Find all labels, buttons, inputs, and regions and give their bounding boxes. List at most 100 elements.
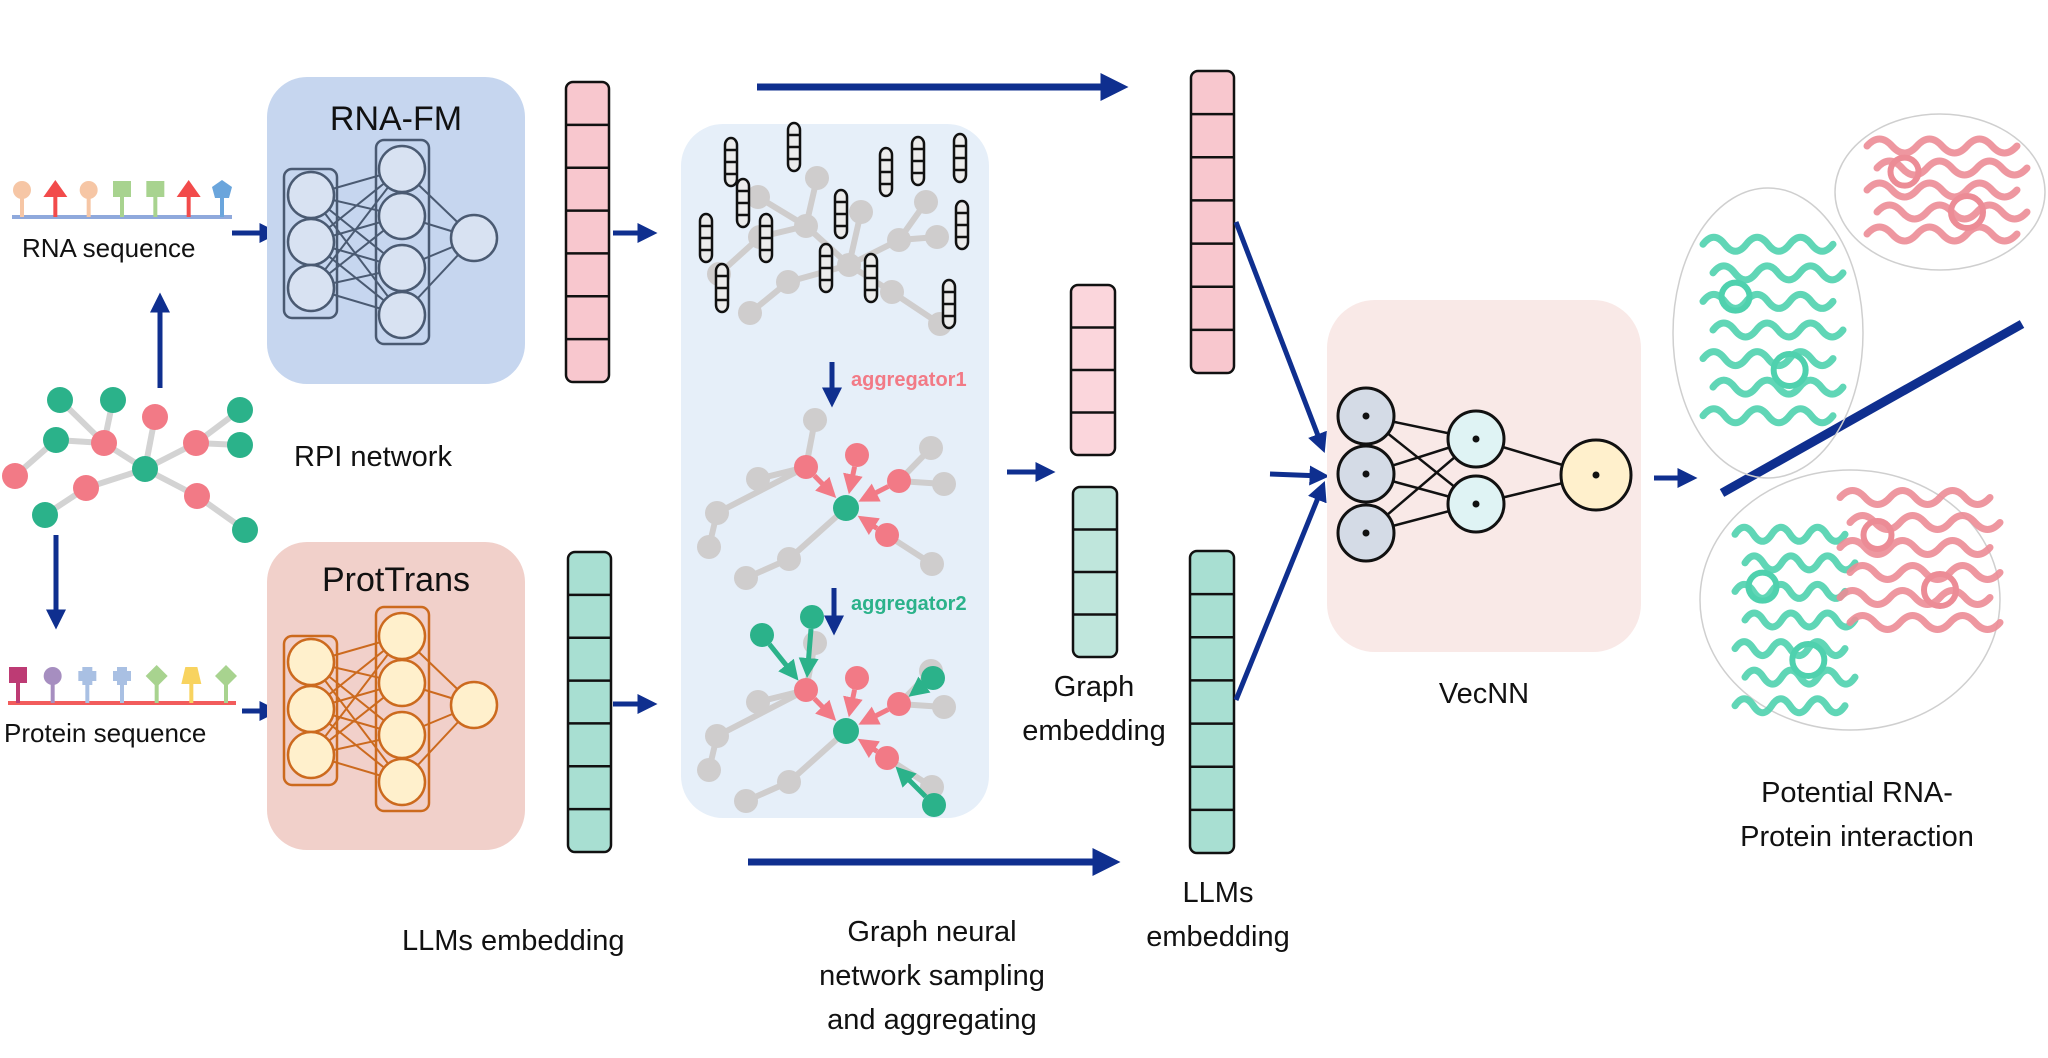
prottrans-title: ProtTrans bbox=[322, 561, 470, 599]
complex-rna-ribbon-helix bbox=[1921, 571, 1959, 609]
aggregation-arrow-2hop bbox=[908, 676, 931, 697]
graph-node-neighbor bbox=[845, 443, 869, 467]
gnn-label-line1: Graph neural bbox=[847, 916, 1016, 948]
residue-triangle bbox=[43, 180, 68, 197]
aggregation-arrow bbox=[857, 738, 880, 759]
graph-node-gray bbox=[919, 436, 943, 460]
nn-neuron bbox=[377, 144, 427, 194]
nn-edge bbox=[310, 635, 403, 756]
complex-protein-ribbon bbox=[1741, 552, 1859, 574]
divider-line bbox=[1719, 320, 2025, 497]
graph-embedding-label-line2: embedding bbox=[1022, 715, 1166, 747]
complex-surface bbox=[1699, 469, 2001, 731]
neuron-dot bbox=[1362, 412, 1370, 420]
graph-node bbox=[738, 301, 762, 325]
graph-node-gray bbox=[920, 775, 944, 799]
rna-ribbon bbox=[1873, 157, 2031, 179]
aggregation-arrow bbox=[812, 696, 837, 721]
graph-node bbox=[227, 432, 253, 458]
nn-neuron bbox=[377, 658, 427, 708]
complex-rna-ribbon bbox=[1836, 587, 1994, 608]
graph-node-2hop bbox=[922, 793, 946, 817]
graph-node-gray bbox=[920, 552, 944, 576]
graph-node-neighbor bbox=[887, 692, 911, 716]
aggregation-arrow-2hop bbox=[798, 628, 819, 679]
graph-node bbox=[794, 214, 818, 238]
graph-node-target bbox=[833, 718, 859, 744]
protein-ribbon bbox=[1709, 319, 1847, 341]
graph-node bbox=[925, 225, 949, 249]
graph-node bbox=[132, 456, 158, 482]
graph-node-neighbor bbox=[887, 469, 911, 493]
llms-embedding-label-right-line1: LLMs bbox=[1183, 877, 1254, 909]
residue-diamond bbox=[145, 665, 168, 687]
residue-diamond bbox=[215, 665, 237, 687]
residue-pentagon bbox=[212, 180, 232, 198]
graph-node bbox=[100, 387, 126, 413]
protein-sequence-label: Protein sequence bbox=[4, 718, 206, 748]
graph-node-gray bbox=[777, 770, 801, 794]
prottrans-network-icon bbox=[282, 605, 499, 813]
protein-graph-embedding-vector bbox=[1071, 485, 1119, 659]
vector-frame bbox=[564, 80, 611, 384]
protein-ribbon bbox=[1709, 262, 1847, 284]
graph-node bbox=[746, 185, 770, 209]
nn-layer-box bbox=[374, 138, 431, 346]
rna-sequence-icon bbox=[12, 180, 232, 219]
residue-circle bbox=[79, 181, 98, 199]
graph-node bbox=[837, 253, 861, 277]
rna-llm-embedding-vector bbox=[564, 80, 611, 384]
residue-circle bbox=[43, 667, 62, 685]
nn-neuron bbox=[286, 217, 336, 267]
graph-node-gray bbox=[697, 535, 721, 559]
complex-protein-ribbon bbox=[1731, 695, 1849, 717]
complex-rna-ribbon-helix bbox=[1860, 518, 1895, 552]
graph-embedding-label-line1: Graph bbox=[1054, 671, 1135, 703]
rpi-network-graph bbox=[2, 387, 258, 543]
residue-cross bbox=[78, 667, 97, 685]
complex-protein-ribbon bbox=[1731, 523, 1849, 545]
graph-node-2hop bbox=[921, 666, 945, 690]
rna-llm-embedding-vector-right bbox=[1189, 69, 1236, 375]
graph-node bbox=[805, 166, 829, 190]
graph-node bbox=[227, 397, 253, 423]
vecnn-network-icon bbox=[1336, 386, 1633, 563]
graph-node bbox=[32, 502, 58, 528]
complex-protein-ribbon-helix bbox=[1745, 569, 1780, 604]
aggregation-arrow bbox=[857, 515, 880, 536]
nn-neuron bbox=[286, 637, 336, 687]
nn-output-neuron bbox=[449, 680, 499, 730]
graph-node-neighbor bbox=[875, 746, 899, 770]
protein-ribbon bbox=[1699, 348, 1837, 370]
rna-fm-title: RNA-FM bbox=[330, 100, 462, 138]
aggregation-arrow bbox=[843, 689, 863, 718]
protein-ribbon bbox=[1709, 376, 1847, 398]
residue-trapezoid bbox=[181, 667, 202, 684]
graph-node bbox=[2, 463, 28, 489]
graph-node bbox=[43, 427, 69, 453]
aggregator1-label: aggregator1 bbox=[851, 369, 967, 391]
neuron-dot bbox=[1472, 435, 1480, 443]
graph-node-gray bbox=[932, 695, 956, 719]
graph-node-gray bbox=[803, 631, 827, 655]
complex-protein-ribbon bbox=[1741, 666, 1859, 688]
aggregation-step1-graph bbox=[697, 408, 956, 590]
vecnn-model bbox=[1327, 300, 1641, 652]
rna-graph-embedding-vector bbox=[1069, 283, 1117, 457]
aggregation-arrow bbox=[858, 706, 890, 725]
graph-node-gray bbox=[746, 690, 770, 714]
neuron-dot bbox=[1472, 500, 1480, 508]
llms-embedding-label-left: LLMs embedding bbox=[402, 925, 624, 957]
nn-neuron bbox=[286, 684, 336, 734]
gnn-label-line3: and aggregating bbox=[827, 1004, 1037, 1036]
protein-ribbon-helix bbox=[1718, 279, 1753, 314]
graph-node bbox=[142, 404, 168, 430]
neuron-dot bbox=[1362, 470, 1370, 478]
graph-node-gray bbox=[697, 758, 721, 782]
rna-ribbon-helix bbox=[1948, 193, 1986, 231]
nn-output-neuron bbox=[449, 213, 499, 263]
output-label-line2: Protein interaction bbox=[1740, 821, 1974, 853]
protein-ribbon bbox=[1699, 233, 1837, 255]
aggregation-step2-graph bbox=[697, 605, 956, 817]
